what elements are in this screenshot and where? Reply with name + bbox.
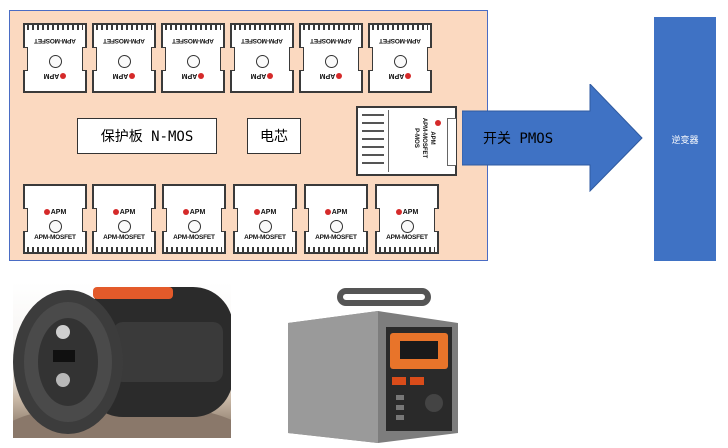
apm-logo-icon [405,72,412,79]
chip-mark: APM-MOSFET [315,234,357,241]
chip-mark: APM-MOSFET [34,234,76,241]
chip-brand: APM [377,209,437,216]
pmos-label: 开关 PMOS [483,131,554,147]
power-station-cylinder-image [13,287,231,438]
chip-brand: APM [163,72,223,79]
chip-mark: APM-MOSFET [244,234,286,241]
apm-logo-icon [267,72,274,79]
nmos-label: 保护板 N-MOS [77,118,217,154]
chip-mark: APM-MOSFET [386,234,428,241]
flow-arrow-icon [462,84,643,192]
apm-logo-icon [435,120,441,126]
chip-brand: APM [232,72,292,79]
apm-logo-icon [336,72,343,79]
nmos-chip-top-3: APM-MOSFET APM [161,23,225,93]
apm-logo-icon [324,209,331,216]
inverter-block: 逆变器 [654,17,716,261]
nmos-chip-bottom-6: APM APM-MOSFET [375,184,439,254]
product-photo-left [13,282,231,438]
product-photo-right [268,283,474,443]
nmos-chip-bottom-3: APM APM-MOSFET [162,184,226,254]
nmos-chip-top-6: APM-MOSFET APM [368,23,432,93]
chip-mark: APM-MOSFET [310,37,352,44]
apm-logo-icon [129,72,136,79]
apm-logo-icon [182,209,189,216]
chip-mark: APM-MOSFET [103,37,145,44]
apm-logo-icon [112,209,119,216]
cell-label: 电芯 [247,118,301,154]
chip-mark: APM-MOSFET [241,37,283,44]
pmos-chip: APM APM-MOSFET P-MOS [356,106,457,176]
nmos-chip-bottom-5: APM APM-MOSFET [304,184,368,254]
chip-brand: APM [370,72,430,79]
nmos-chip-bottom-4: APM APM-MOSFET [233,184,297,254]
pmos-chip-text: APM APM-MOSFET P-MOS [413,117,435,159]
apm-logo-icon [253,209,260,216]
chip-brand: APM [25,209,85,216]
apm-logo-icon [395,209,402,216]
nmos-chip-top-4: APM-MOSFET APM [230,23,294,93]
apm-logo-icon [60,72,67,79]
chip-brand: APM [94,209,154,216]
chip-brand: APM [25,72,85,79]
chip-mark: APM-MOSFET [173,234,215,241]
nmos-chip-top-5: APM-MOSFET APM [299,23,363,93]
chip-mark: APM-MOSFET [379,37,421,44]
chip-brand: APM [235,209,295,216]
apm-logo-icon [198,72,205,79]
chip-brand: APM [306,209,366,216]
chip-mark: APM-MOSFET [172,37,214,44]
chip-brand: APM [94,72,154,79]
chip-mark: APM-MOSFET [103,234,145,241]
apm-logo-icon [43,209,50,216]
inverter-label: 逆变器 [671,134,699,145]
chip-brand: APM [164,209,224,216]
nmos-chip-bottom-1: APM APM-MOSFET [23,184,87,254]
nmos-chip-top-1: APM-MOSFET APM [23,23,87,93]
chip-brand: APM [301,72,361,79]
chip-mark: APM-MOSFET [34,37,76,44]
nmos-chip-top-2: APM-MOSFET APM [92,23,156,93]
nmos-chip-bottom-2: APM APM-MOSFET [92,184,156,254]
power-station-box-image [288,288,458,443]
